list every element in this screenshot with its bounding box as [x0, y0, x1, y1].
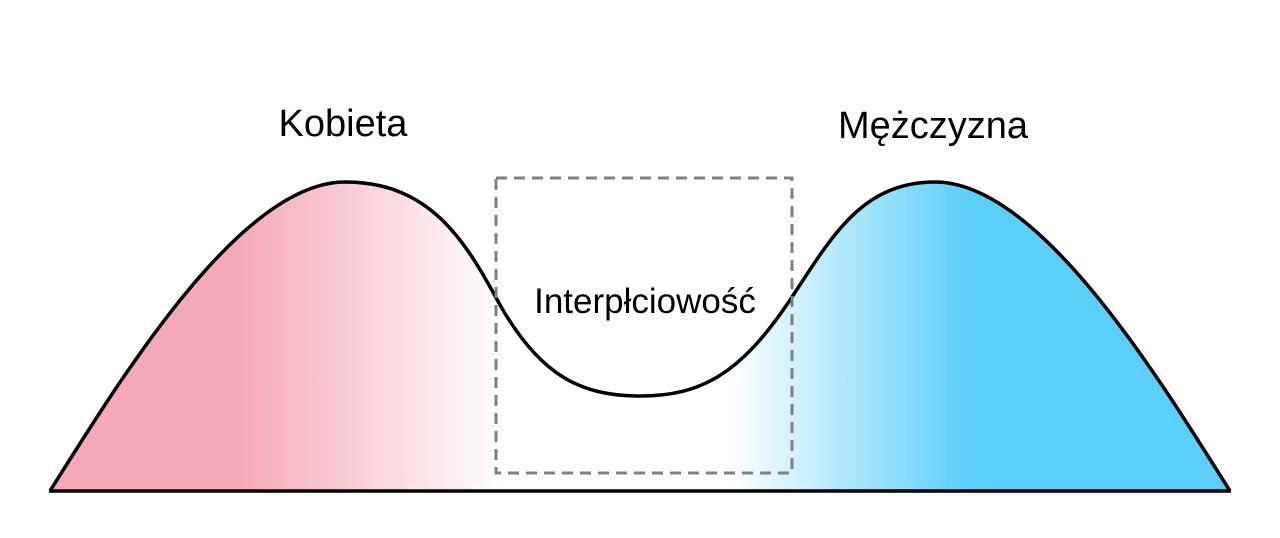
label-female: Kobieta [279, 103, 409, 145]
intersex-region-box [494, 176, 794, 475]
label-male: Mężczyzna [838, 105, 1029, 147]
distribution-area [50, 182, 1230, 491]
label-intersex: Interpłciowość [534, 282, 756, 321]
distribution-curve [48, 180, 1232, 492]
